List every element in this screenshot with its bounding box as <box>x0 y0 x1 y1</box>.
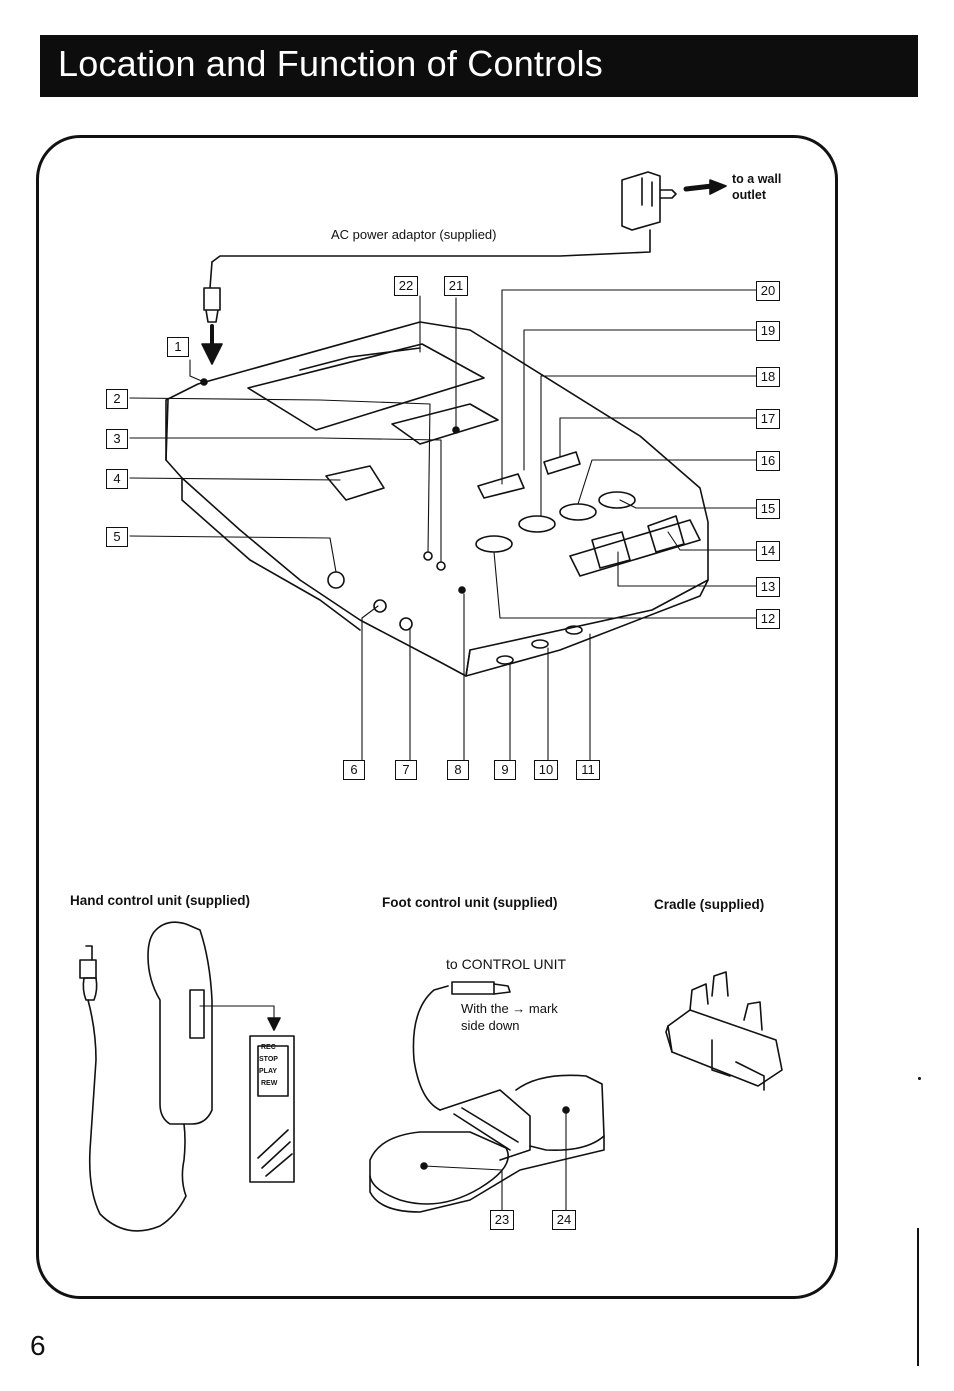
callout-19: 19 <box>756 321 780 341</box>
callout-22: 22 <box>394 276 418 296</box>
to-control-unit-label: to CONTROL UNIT <box>446 956 567 972</box>
hand-button-rec: REC <box>261 1044 276 1051</box>
hand-control-label: Hand control unit (supplied) <box>70 893 250 908</box>
callout-16: 16 <box>756 451 780 471</box>
callout-11: 11 <box>576 760 600 780</box>
callout-14: 14 <box>756 541 780 561</box>
foot-control-unit-icon <box>369 981 605 1213</box>
callout-8: 8 <box>447 760 469 780</box>
transcriber-body-icon <box>165 321 709 677</box>
cradle-label: Cradle (supplied) <box>654 897 765 912</box>
callout-12: 12 <box>756 609 780 629</box>
callout-4: 4 <box>106 469 128 489</box>
page-title: Location and Function of Controls <box>58 43 603 84</box>
cradle-icon <box>665 971 783 1091</box>
hand-button-play: PLAY <box>259 1068 278 1075</box>
callout-3: 3 <box>106 429 128 449</box>
callout-9: 9 <box>494 760 516 780</box>
mark-note-line1: With the → mark <box>461 1001 558 1016</box>
diagram-frame <box>36 135 838 1299</box>
callout-20: 20 <box>756 281 780 301</box>
callout-13: 13 <box>756 577 780 597</box>
callout-2: 2 <box>106 389 128 409</box>
callout-7: 7 <box>395 760 417 780</box>
ac-adaptor-icon <box>211 171 677 263</box>
mark-note-line2: side down <box>461 1018 520 1033</box>
wall-outlet-label-line2: outlet <box>732 188 767 202</box>
callout-6: 6 <box>343 760 365 780</box>
callout-1: 1 <box>167 337 189 357</box>
callout-17: 17 <box>756 409 780 429</box>
hand-control-unit-icon <box>79 921 295 1232</box>
margin-rule <box>917 1228 919 1366</box>
callout-24: 24 <box>552 1210 576 1230</box>
callout-21: 21 <box>444 276 468 296</box>
wall-outlet-label-line1: to a wall <box>732 172 782 186</box>
ac-adaptor-label: AC power adaptor (supplied) <box>331 227 497 242</box>
callout-18: 18 <box>756 367 780 387</box>
hand-button-stop: STOP <box>259 1056 278 1063</box>
callout-23: 23 <box>490 1210 514 1230</box>
page-number: 6 <box>30 1330 46 1361</box>
hand-button-rew: REW <box>261 1080 278 1087</box>
callout-10: 10 <box>534 760 558 780</box>
callout-15: 15 <box>756 499 780 519</box>
callout-5: 5 <box>106 527 128 547</box>
margin-dot <box>918 1077 921 1080</box>
foot-control-label: Foot control unit (supplied) <box>382 895 558 910</box>
title-bar: Location and Function of Controls <box>40 35 918 97</box>
